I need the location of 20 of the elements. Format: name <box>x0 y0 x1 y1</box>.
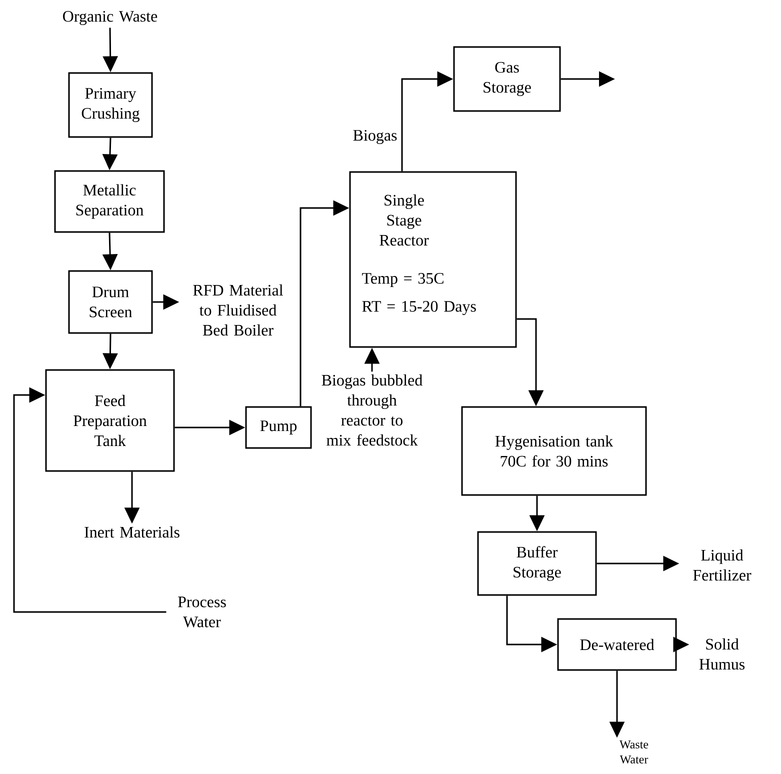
process-box: Metallic Separation <box>54 170 165 233</box>
process-box: Single Stage Reactor Temp = 35C RT = 15-20 Days <box>349 171 517 348</box>
output-label: Solid Humus <box>699 638 745 670</box>
process-box: Hygenisation tank 70C for 30 mins <box>461 406 647 496</box>
input-label: Process Water <box>178 596 226 628</box>
process-box: Buffer Storage <box>477 531 597 596</box>
process-box: Pump <box>245 406 312 449</box>
edge-label: Biogas <box>352 128 398 146</box>
process-box: De-watered <box>557 618 677 671</box>
output-label: Waste Water <box>620 740 648 764</box>
process-box: Gas Storage <box>453 46 561 112</box>
input-label: Biogas bubbled through reactor to mix feedstock <box>322 374 422 446</box>
arrow <box>13 387 166 613</box>
process-box: Feed Preparation Tank <box>45 369 175 472</box>
process-box: Drum Screen <box>68 270 153 334</box>
output-label: Inert Materials <box>84 526 180 538</box>
process-box: Primary Crushing <box>68 72 153 138</box>
output-label: Liquid Fertilizer <box>693 549 752 581</box>
input-label: Organic Waste <box>63 10 158 26</box>
output-label: RFD Material to Fluidised Bed Boiler <box>193 284 283 336</box>
